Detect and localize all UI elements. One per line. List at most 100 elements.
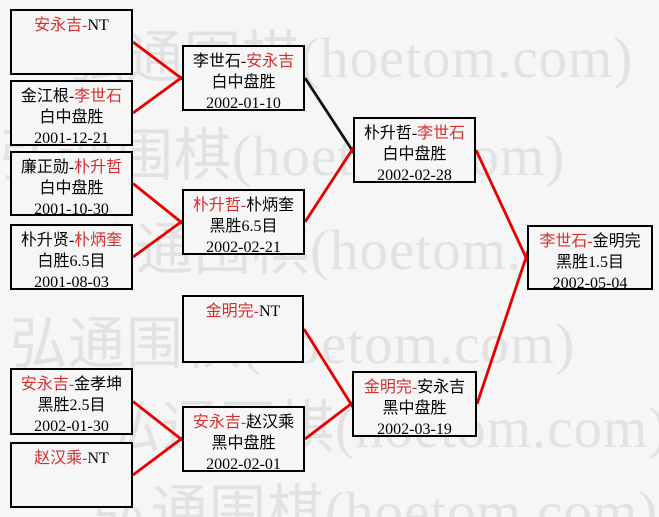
match-date: 2002-01-10 — [206, 95, 281, 112]
match-players: 金明完-NT — [184, 301, 302, 322]
name-separator: - — [68, 376, 75, 393]
match-box-b8: 安永吉-赵汉乘黑中盘胜 2002-02-01 — [182, 406, 305, 473]
match-box-b3: 廉正勋-朴升哲白中盘胜 2001-10-30 — [10, 151, 133, 218]
match-players: 朴升哲-朴炳奎 — [184, 195, 303, 216]
winner-name: 安永吉 — [246, 53, 295, 70]
connector-b3-b6 — [132, 182, 189, 229]
name-separator: - — [411, 379, 418, 396]
match-result: 白中盘胜 — [39, 109, 104, 126]
match-box-b7: 金明完-NT — [182, 295, 304, 363]
name-separator: - — [68, 232, 75, 249]
name-separator: - — [68, 88, 75, 105]
match-box-b6: 朴升哲-朴炳奎黑胜6.5目 2002-02-21 — [182, 189, 305, 256]
match-players: 赵汉乘-NT — [12, 448, 131, 469]
connector-b8-b12 — [304, 397, 360, 441]
name-separator: - — [411, 125, 418, 142]
match-date: 2002-02-21 — [206, 239, 281, 256]
connector-b9-b8 — [132, 400, 189, 446]
connector-b4-b6 — [132, 215, 190, 259]
player-name: 金江根 — [20, 88, 69, 105]
player-name: 朴升贤 — [20, 232, 69, 249]
player-name: 廉正勋 — [20, 159, 69, 176]
winner-name: 李世石 — [539, 233, 588, 250]
winner-name: 朴升哲 — [74, 159, 123, 176]
match-result: 黑中盘胜 — [382, 400, 447, 417]
match-players: 安永吉-金孝坤 — [12, 374, 131, 395]
match-box-b10: 赵汉乘-NT — [10, 442, 133, 508]
name-separator: - — [253, 303, 259, 320]
match-result: 白中盘胜 — [382, 146, 447, 163]
match-box-b11: 朴升哲-李世石白中盘胜 2002-02-28 — [353, 117, 476, 184]
connector-b12-b13 — [475, 248, 531, 405]
match-box-b9: 安永吉-金孝坤黑胜2.5目 2002-01-30 — [10, 368, 133, 435]
match-result: 白胜6.5目 — [37, 253, 106, 270]
player-name: NT — [259, 303, 281, 320]
connector-b10-b8 — [132, 432, 190, 477]
match-box-b13: 李世石-金明完黑胜1.5目 2002-05-04 — [527, 225, 653, 292]
connector-b5-b11 — [303, 77, 359, 159]
winner-name: 安永吉 — [20, 376, 69, 393]
player-name: 金孝坤 — [74, 376, 123, 393]
match-result: 黑胜6.5目 — [209, 218, 278, 235]
match-date: 2002-01-30 — [34, 418, 109, 435]
name-separator: - — [82, 17, 88, 34]
name-separator: - — [587, 233, 593, 250]
winner-name: 安永吉 — [34, 17, 83, 34]
name-separator: - — [240, 53, 247, 70]
winner-name: 李世石 — [74, 88, 123, 105]
player-name: 安永吉 — [417, 379, 466, 396]
match-date: 2002-03-19 — [377, 421, 452, 438]
match-players: 金江根-李世石 — [12, 86, 131, 107]
winner-name: 金明完 — [205, 303, 254, 320]
connector-b11-b13 — [474, 149, 532, 267]
name-separator: - — [82, 450, 88, 467]
match-date: 2002-02-01 — [206, 456, 281, 473]
match-result: 白中盘胜 — [211, 74, 276, 91]
match-result: 白中盘胜 — [39, 180, 104, 197]
match-players: 朴升贤-朴炳奎 — [12, 230, 131, 251]
winner-name: 朴炳奎 — [74, 232, 123, 249]
match-box-b1: 安永吉-NT — [10, 9, 133, 75]
winner-name: 安永吉 — [192, 414, 241, 431]
match-date: 2001-10-30 — [34, 201, 109, 218]
player-name: 李世石 — [192, 53, 241, 70]
match-players: 朴升哲-李世石 — [355, 123, 474, 144]
winner-name: 朴升哲 — [192, 197, 241, 214]
match-players: 安永吉-NT — [12, 15, 131, 36]
player-name: NT — [87, 450, 109, 467]
match-players: 李世石-安永吉 — [184, 51, 303, 72]
watermark-text: 弘通围棋(hoetom.com) — [68, 27, 634, 90]
match-players: 廉正勋-朴升哲 — [12, 157, 131, 178]
match-box-b2: 金江根-李世石白中盘胜 2001-12-21 — [10, 80, 133, 147]
watermark-text: 弘通围棋(hoetom.com) — [93, 481, 659, 517]
match-box-b4: 朴升贤-朴炳奎白胜6.5目 2001-08-03 — [10, 224, 133, 291]
match-result: 黑胜2.5目 — [37, 397, 106, 414]
winner-name: 赵汉乘 — [34, 450, 83, 467]
player-name: 朴升哲 — [363, 125, 412, 142]
match-result: 黑胜1.5目 — [555, 254, 624, 271]
player-name: NT — [87, 17, 109, 34]
player-name: 金明完 — [592, 233, 641, 250]
name-separator: - — [240, 197, 247, 214]
match-result: 黑中盘胜 — [211, 435, 276, 452]
connector-b1-b5 — [132, 40, 190, 85]
match-date: 2002-05-04 — [552, 275, 628, 292]
match-players: 金明完-安永吉 — [354, 377, 475, 398]
player-name: 朴炳奎 — [246, 197, 295, 214]
match-box-b12: 金明完-安永吉黑中盘胜 2002-03-19 — [352, 371, 477, 438]
match-date: 2002-02-28 — [377, 167, 452, 184]
name-separator: - — [68, 159, 75, 176]
name-separator: - — [240, 414, 247, 431]
winner-name: 金明完 — [363, 379, 412, 396]
connector-b2-b5 — [132, 71, 190, 115]
player-name: 赵汉乘 — [246, 414, 295, 431]
connector-b6-b11 — [303, 141, 359, 223]
match-players: 李世石-金明完 — [529, 231, 651, 252]
winner-name: 李世石 — [417, 125, 466, 142]
match-players: 安永吉-赵汉乘 — [184, 412, 303, 433]
match-date: 2001-08-03 — [34, 274, 109, 291]
match-date: 2001-12-21 — [34, 130, 109, 147]
match-box-b5: 李世石-安永吉白中盘胜 2002-01-10 — [182, 45, 305, 112]
